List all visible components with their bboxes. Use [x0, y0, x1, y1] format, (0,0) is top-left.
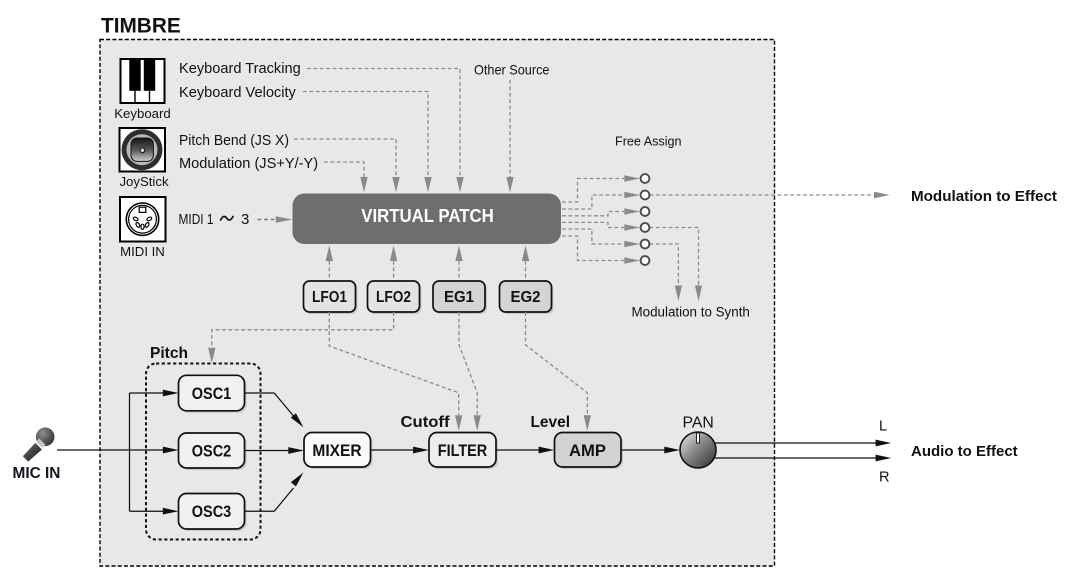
svg-text:FILTER: FILTER: [438, 442, 488, 460]
svg-text:LFO1: LFO1: [312, 289, 347, 306]
svg-text:3: 3: [241, 211, 249, 228]
svg-text:L: L: [879, 419, 887, 435]
svg-text:Level: Level: [531, 414, 571, 431]
svg-text:Keyboard Velocity: Keyboard Velocity: [179, 85, 297, 101]
svg-text:OSC1: OSC1: [192, 385, 232, 403]
svg-text:Keyboard: Keyboard: [114, 106, 170, 121]
svg-text:LFO2: LFO2: [376, 289, 411, 306]
svg-text:Keyboard Tracking: Keyboard Tracking: [179, 61, 301, 77]
svg-text:EG1: EG1: [444, 289, 474, 306]
svg-text:OSC2: OSC2: [192, 443, 232, 461]
svg-text:MIC IN: MIC IN: [13, 465, 61, 482]
svg-text:R: R: [879, 470, 890, 486]
svg-text:Audio to Effect: Audio to Effect: [911, 443, 1018, 460]
svg-text:Modulation to Effect: Modulation to Effect: [911, 188, 1057, 205]
svg-text:Modulation (JS+Y/-Y): Modulation (JS+Y/-Y): [179, 156, 318, 172]
svg-text:VIRTUAL PATCH: VIRTUAL PATCH: [361, 205, 494, 226]
svg-text:TIMBRE: TIMBRE: [101, 15, 181, 38]
svg-text:PAN: PAN: [683, 415, 714, 432]
svg-text:MIXER: MIXER: [312, 442, 361, 460]
svg-text:JoyStick: JoyStick: [119, 174, 169, 189]
svg-text:EG2: EG2: [511, 289, 541, 306]
svg-text:OSC3: OSC3: [192, 503, 232, 521]
svg-text:MIDI 1: MIDI 1: [179, 211, 214, 228]
svg-text:AMP: AMP: [569, 442, 606, 460]
svg-text:Other Source: Other Source: [474, 62, 550, 78]
svg-text:Cutoff: Cutoff: [401, 414, 451, 431]
svg-text:Free Assign: Free Assign: [615, 135, 682, 149]
svg-text:Pitch: Pitch: [150, 345, 188, 362]
svg-text:Modulation to Synth: Modulation to Synth: [632, 305, 750, 320]
svg-text:MIDI IN: MIDI IN: [120, 244, 165, 259]
svg-text:Pitch Bend (JS X): Pitch Bend (JS X): [179, 133, 289, 149]
